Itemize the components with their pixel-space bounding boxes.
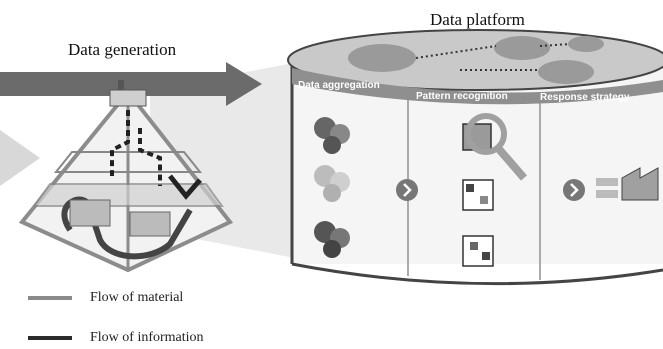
stage-label-pattern: Pattern recognition bbox=[416, 91, 508, 102]
data-generation-pyramid bbox=[18, 80, 234, 273]
pattern-cube-2 bbox=[462, 179, 494, 211]
aggregation-cluster-2 bbox=[314, 165, 350, 202]
pattern-cube-3 bbox=[462, 235, 494, 267]
chevron-icon-1 bbox=[396, 179, 418, 201]
platform-nodes bbox=[348, 36, 604, 84]
aggregation-cluster-1 bbox=[314, 117, 350, 154]
stage-label-aggregation: Data aggregation bbox=[298, 80, 380, 91]
legend-information-swatch bbox=[28, 336, 72, 340]
legend-information: Flow of information bbox=[28, 330, 204, 346]
factory-icon bbox=[596, 167, 659, 201]
legend-material-label: Flow of material bbox=[90, 290, 184, 305]
aggregation-cluster-3 bbox=[314, 221, 350, 258]
magnifier-icon bbox=[465, 113, 528, 181]
left-chevron bbox=[0, 130, 40, 186]
stage-label-response: Response strategy bbox=[540, 92, 630, 103]
legend-information-label: Flow of information bbox=[90, 330, 204, 345]
legend-material-swatch bbox=[28, 296, 72, 300]
legend-material: Flow of material bbox=[28, 290, 183, 306]
title-data-generation: Data generation bbox=[68, 40, 177, 59]
chevron-icon-2 bbox=[563, 179, 585, 201]
title-data-platform: Data platform bbox=[430, 10, 525, 29]
